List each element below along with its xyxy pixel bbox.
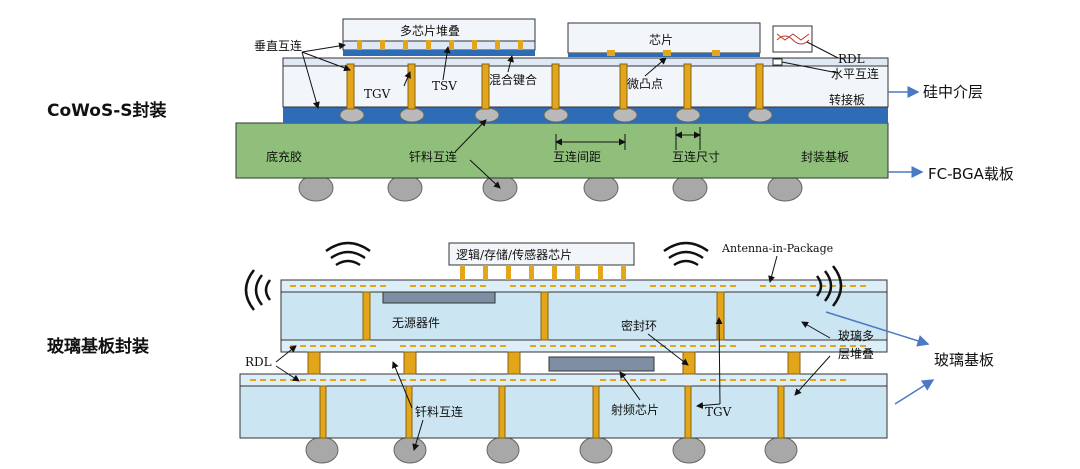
glass-substrate-label: 玻璃基板 — [934, 351, 995, 369]
passive-device-label: 无源器件 — [392, 316, 440, 330]
aip-label: Antenna-in-Package — [721, 242, 833, 255]
through-vias — [346, 63, 764, 110]
glass-multilayer-label-2: 层堆叠 — [838, 347, 874, 361]
seal-ring-label: 密封环 — [621, 318, 657, 333]
interconnect-size-label: 互连尺寸 — [672, 149, 720, 164]
antenna-wave-icon-left — [325, 241, 371, 267]
package-substrate-label: 封装基板 — [801, 150, 849, 164]
chip-label: 芯片 — [649, 33, 673, 47]
interposer — [282, 59, 889, 108]
glass-bga-balls — [305, 436, 798, 464]
package-substrate — [235, 122, 889, 179]
glass-package: 逻辑/存储/传感器芯片 Antenna-in-Package 无源器件 密封环 … — [239, 241, 935, 464]
lower-glass-layer — [239, 385, 888, 439]
cowos-title: CoWoS-S封装 — [47, 101, 167, 121]
passive-device — [382, 291, 496, 304]
rf-chip-label: 射频芯片 — [611, 402, 659, 417]
rdl-label: RDL — [838, 52, 865, 66]
glass-multilayer-label-1: 玻璃多 — [838, 329, 874, 343]
fc-bga-label: FC-BGA载板 — [928, 165, 1014, 183]
rdl-label-glass: RDL — [245, 355, 272, 369]
rf-chip — [548, 356, 655, 372]
solder-joints — [339, 107, 773, 123]
tsv-label: TSV — [432, 79, 457, 93]
antenna-side-icon-right — [815, 265, 843, 307]
antenna-wave-icon-right — [663, 241, 709, 267]
tgv-label-glass: TGV — [705, 405, 732, 419]
antenna-side-icon-left — [244, 269, 272, 311]
cowos-package: 多芯片堆叠 芯片 RDL 水平互连 垂直互连 TGV TSV 混合键合 微凸点 … — [235, 18, 924, 202]
solder-interconnect-label-glass: 钎料互连 — [415, 404, 463, 419]
interconnect-pitch-label: 互连间距 — [553, 149, 601, 164]
hybrid-bonding-label: 混合键合 — [489, 72, 537, 87]
multi-chip-stack-label: 多芯片堆叠 — [400, 24, 460, 38]
glass-title: 玻璃基板封装 — [47, 337, 149, 357]
silicon-interposer-label: 硅中介层 — [923, 83, 984, 101]
interposer-board-label: 转接板 — [829, 92, 865, 107]
underfill-layer — [283, 107, 888, 123]
micro-bump-label: 微凸点 — [627, 77, 663, 91]
upper-glass-layer — [280, 291, 888, 341]
leader-lines-row1 — [301, 42, 701, 189]
bga-balls — [298, 174, 803, 202]
underfill-label: 底充胶 — [266, 149, 302, 164]
logic-chip-label: 逻辑/存储/传感器芯片 — [456, 247, 572, 262]
vertical-interconnect-label: 垂直互连 — [254, 38, 302, 53]
horizontal-interconnect-label: 水平互连 — [831, 66, 879, 81]
leader-lines-row2 — [275, 255, 831, 451]
tgv-label-top: TGV — [364, 87, 391, 101]
logic-chip — [448, 242, 635, 266]
solder-interconnect-label: 钎料互连 — [409, 149, 457, 164]
